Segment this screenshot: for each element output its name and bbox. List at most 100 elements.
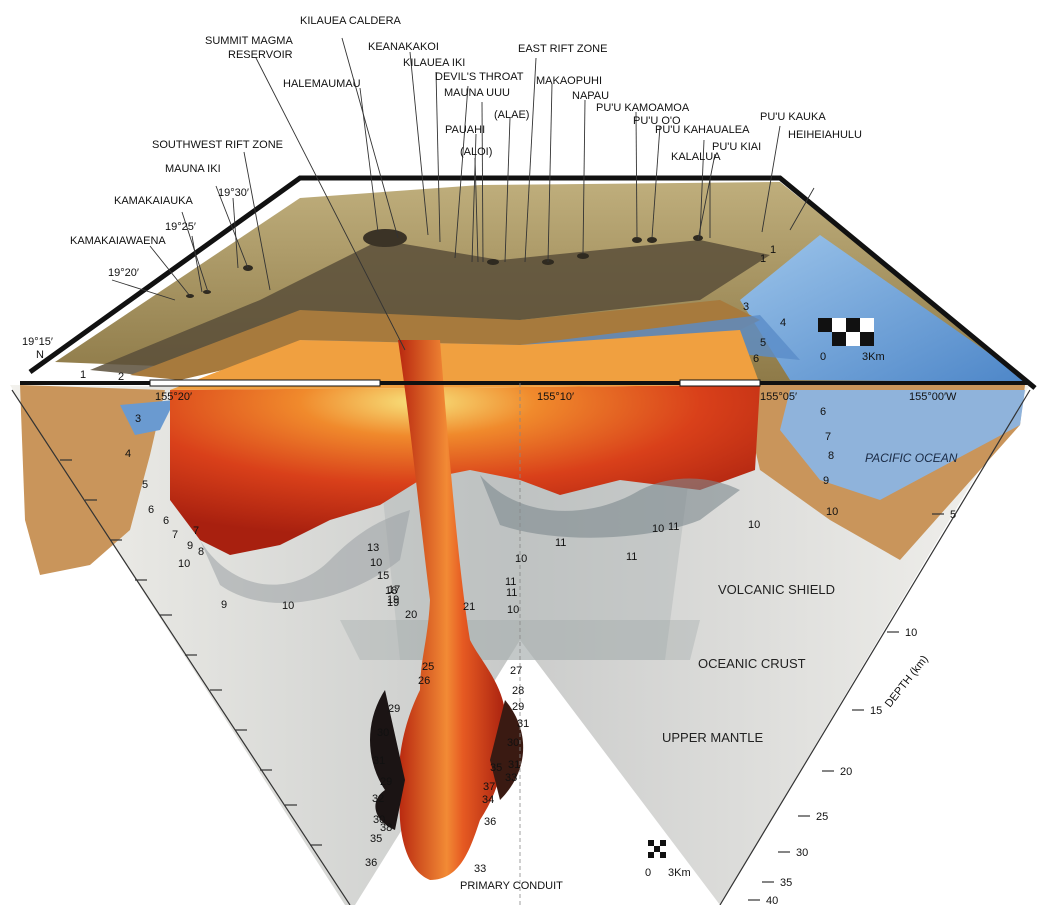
depth-tick-label: 5 [950, 509, 956, 521]
contour-label: 6 [820, 406, 826, 418]
contour-label: 21 [463, 601, 475, 613]
contour-label: 36 [484, 816, 496, 828]
contour-label: 8 [828, 450, 834, 462]
label-southwest-rift-zone: SOUTHWEST RIFT ZONE [152, 139, 283, 151]
contour-label: 11 [668, 521, 679, 533]
contour-label: 5 [760, 337, 766, 349]
depth-tick-label: 15 [870, 705, 882, 717]
contour-label: 18 [385, 585, 397, 597]
label-pauahi: PAUAHI [445, 124, 485, 136]
label-lat-1925: 19°25′ [165, 221, 196, 233]
contour-label: 7 [172, 529, 178, 541]
label-summit-magma: SUMMIT MAGMA [205, 35, 293, 47]
label-oceanic-crust: OCEANIC CRUST [698, 656, 806, 671]
contour-label: 30 [507, 737, 519, 749]
label-primary-conduit: PRIMARY CONDUIT [460, 880, 563, 892]
contour-label: 10 [507, 604, 519, 616]
contour-label: 33 [474, 863, 486, 875]
contour-label: 31 [517, 718, 529, 730]
contour-label: 11 [555, 537, 566, 549]
scale-checker-bottom [648, 840, 666, 858]
contour-label: 11 [506, 587, 517, 599]
label-reservoir: RESERVOIR [228, 49, 293, 61]
label-aloi: (ALOI) [460, 146, 492, 158]
label-makaopuhi: MAKAOPUHI [536, 75, 602, 87]
contour-label: 10 [370, 557, 382, 569]
contour-label: 15 [377, 570, 389, 582]
contour-label: 31 [373, 755, 385, 767]
contour-label: 29 [380, 776, 392, 788]
contour-label: 27 [510, 665, 522, 677]
label-mauna-uuu: MAUNA UUU [444, 87, 510, 99]
label-heiheiahulu: HEIHEIAHULU [788, 129, 862, 141]
contour-label: 25 [422, 661, 434, 673]
label-puu-kauka: PU'U KAUKA [760, 111, 826, 123]
contour-label: 10 [515, 553, 527, 565]
label-halemaumau: HALEMAUMAU [283, 78, 361, 90]
label-kamakaiauka: KAMAKAIAUKA [114, 195, 194, 207]
label-volcanic-shield: VOLCANIC SHIELD [718, 582, 835, 597]
contour-label: 13 [367, 542, 379, 554]
contour-label: 31 [508, 759, 520, 771]
contour-label: 10 [748, 519, 760, 531]
scale-bar-white-segment-right [680, 380, 760, 386]
label-east-rift-zone: EAST RIFT ZONE [518, 43, 607, 55]
contour-label: 6 [163, 515, 169, 527]
contour-label: 29 [388, 703, 400, 715]
label-lat-1930: 19°30′ [218, 187, 249, 199]
kilauea-caldera-crater [363, 229, 407, 247]
contour-label: 20 [405, 609, 417, 621]
label-kilauea-iki: KILAUEA IKI [403, 57, 465, 69]
depth-tick-label: 10 [905, 627, 917, 639]
contour-label: 33 [505, 772, 517, 784]
contour-label: 34 [482, 794, 494, 806]
contour-label: 3 [743, 301, 749, 313]
label-kamakaiawaena: KAMAKAIAWAENA [70, 235, 166, 247]
contour-label: 11 [626, 551, 637, 563]
contour-label: 30 [377, 727, 389, 739]
contour-label: 36 [365, 857, 377, 869]
contour-label: 7 [193, 525, 199, 537]
label-upper-mantle: UPPER MANTLE [662, 730, 763, 745]
contour-label: 4 [780, 317, 786, 329]
contour-label: 29 [512, 701, 524, 713]
contour-label: 8 [198, 546, 204, 558]
label-lon-15510: 155°10′ [537, 391, 574, 403]
contour-label: 3 [135, 413, 141, 425]
contour-label: 2 [118, 371, 124, 383]
label-kilauea-caldera: KILAUEA CALDERA [300, 15, 402, 27]
contour-label: 6 [753, 353, 759, 365]
contour-label: 4 [125, 448, 131, 460]
label-kalalua: KALALUA [671, 151, 721, 163]
contour-label: 7 [825, 431, 831, 443]
oceanic-crust-band [340, 620, 700, 660]
label-lat-1920: 19°20′ [108, 267, 139, 279]
depth-tick-label: 25 [816, 811, 828, 823]
depth-tick-label: 30 [796, 847, 808, 859]
contour-label: 9 [823, 475, 829, 487]
contour-label: 1 [80, 369, 86, 381]
label-lat-n: N [36, 349, 44, 361]
contour-label: 9 [187, 540, 193, 552]
label-puu-kahaualea: PU'U KAHAUALEA [655, 124, 750, 136]
contour-label: 9 [221, 599, 227, 611]
label-lon-15500: 155°00′W [909, 391, 957, 403]
contour-label: 32 [372, 793, 384, 805]
contour-label: 10 [282, 600, 294, 612]
label-keanakakoi: KEANAKAKOI [368, 41, 439, 53]
scale-top-length: 3Km [862, 351, 885, 363]
depth-tick-label: 20 [840, 766, 852, 778]
contour-label: 1 [770, 244, 776, 256]
contour-label: 26 [418, 675, 430, 687]
contour-label: 35 [370, 833, 382, 845]
label-mauna-iki: MAUNA IKI [165, 163, 221, 175]
contour-label: 10 [652, 523, 664, 535]
depth-tick-label: 35 [780, 877, 792, 889]
contour-label: 6 [148, 504, 154, 516]
scale-top-zero: 0 [820, 351, 826, 363]
label-pacific-ocean: PACIFIC OCEAN [865, 451, 958, 465]
scale-bottom-length: 3Km [668, 867, 691, 879]
label-lon-15520: 155°20′ [155, 391, 192, 403]
